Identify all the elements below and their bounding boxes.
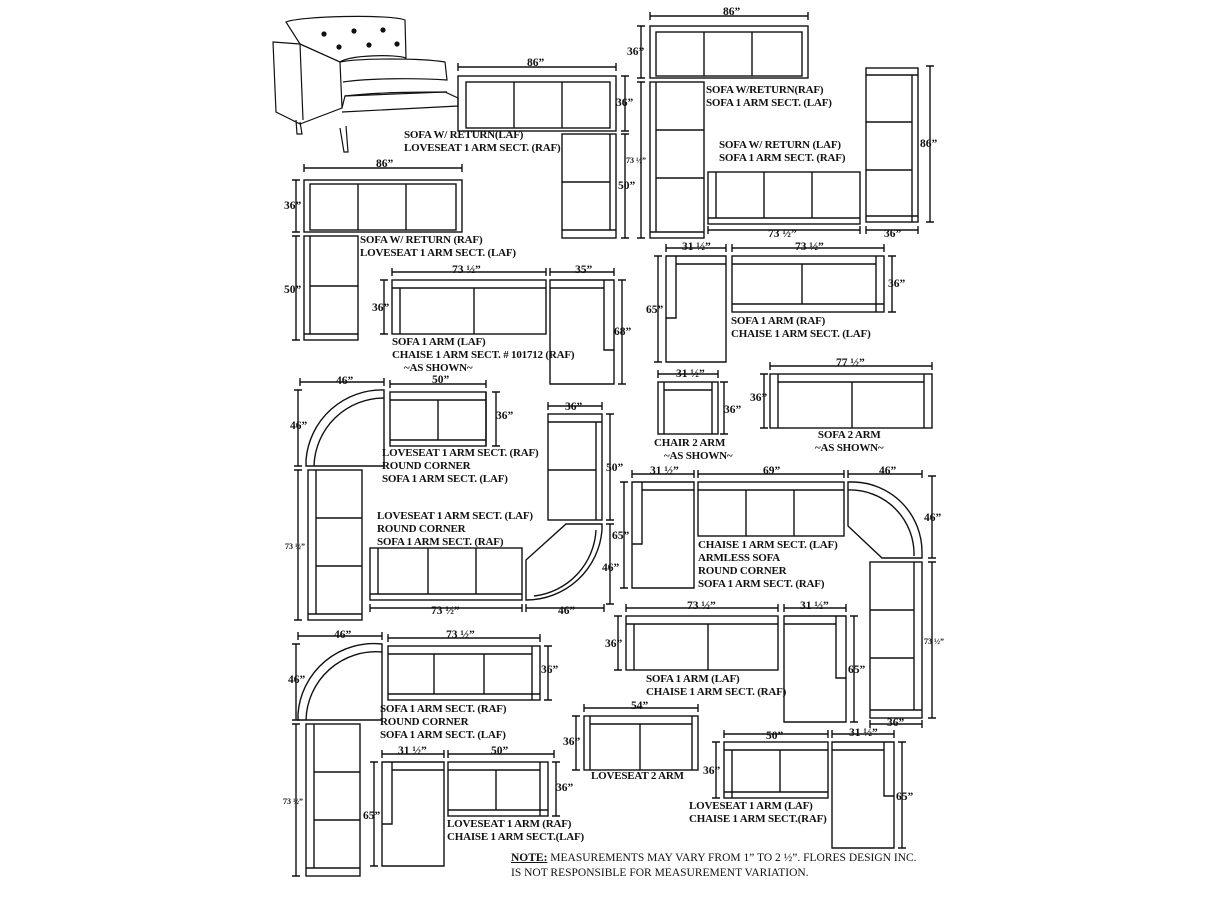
config-11 — [620, 470, 936, 728]
note-line-2: IS NOT RESPONSIBLE FOR MEASUREMENT VARIA… — [511, 867, 809, 879]
dim-label: 46” — [288, 674, 306, 686]
config-chair — [657, 370, 728, 435]
dim-label: 86” — [527, 57, 545, 69]
dim-label: 35” — [575, 264, 593, 276]
dim-label: 36” — [541, 664, 559, 676]
dim-label: 31 ½” — [650, 465, 679, 477]
caption-sofa-2-arm: SOFA 2 ARM~AS SHOWN~ — [815, 429, 884, 454]
caption-config-1: SOFA W/ RETURN(LAF)LOVESEAT 1 ARM SECT. … — [404, 129, 561, 154]
dim-label: 36” — [616, 97, 634, 109]
dim-label: 65” — [896, 791, 914, 803]
dim-label: 73 ½” — [795, 241, 824, 253]
dim-label: 36” — [887, 717, 905, 729]
dim-label: 73 ½” — [446, 629, 475, 641]
dim-label: 36” — [565, 401, 583, 413]
dim-label: 50” — [432, 374, 450, 386]
dim-label: 65” — [848, 664, 866, 676]
dim-label: 36” — [496, 410, 514, 422]
dim-label: 36” — [605, 638, 623, 650]
dim-label: 73 ½” — [768, 228, 797, 240]
caption-config-15: LOVESEAT 1 ARM (RAF)CHAISE 1 ARM SECT.(L… — [447, 818, 584, 843]
dim-label: 73 ½” — [285, 542, 305, 551]
dim-label: 86” — [920, 138, 938, 150]
note-heading: NOTE: — [511, 852, 548, 864]
dim-label: 46” — [334, 629, 352, 641]
dim-label: 31 ½” — [676, 368, 705, 380]
dim-label: 31 ½” — [849, 727, 878, 739]
dim-label: 69” — [763, 465, 781, 477]
dim-label: 65” — [363, 810, 381, 822]
note-line-1: MEASUREMENTS MAY VARY FROM 1” TO 2 ½”. F… — [547, 852, 917, 864]
dim-label: 50” — [606, 462, 624, 474]
caption-config-16: LOVESEAT 1 ARM (LAF)CHAISE 1 ARM SECT.(R… — [689, 800, 827, 825]
caption-config-3: SOFA W/ RETURN (LAF)SOFA 1 ARM SECT. (RA… — [719, 139, 846, 164]
dim-label: 50” — [618, 180, 636, 192]
dim-label: 46” — [924, 512, 942, 524]
config-3 — [707, 65, 934, 234]
dim-label: 68” — [614, 326, 632, 338]
dim-label: 77 ½” — [836, 357, 865, 369]
dim-label: 36” — [284, 200, 302, 212]
dim-label: 36” — [888, 278, 906, 290]
dim-label: 50” — [491, 745, 509, 757]
dim-label: 73 ½” — [687, 600, 716, 612]
dim-label: 31 ½” — [682, 241, 711, 253]
dim-label: 54” — [631, 700, 649, 712]
config-16 — [712, 730, 906, 849]
dim-label: 36” — [884, 228, 902, 240]
dim-label: 46” — [879, 465, 897, 477]
dim-label: 36” — [627, 46, 645, 58]
config-6 — [654, 244, 896, 363]
caption-config-2: SOFA W/RETURN(RAF)SOFA 1 ARM SECT. (LAF) — [706, 84, 832, 109]
config-10 — [369, 402, 614, 612]
dim-label: 86” — [376, 158, 394, 170]
caption-config-12: SOFA 1 ARM (LAF)CHAISE 1 ARM SECT. (RAF) — [646, 673, 787, 698]
dim-label: 65” — [646, 304, 664, 316]
dim-label: 65” — [612, 530, 630, 542]
dim-label: 36” — [563, 736, 581, 748]
config-5 — [380, 268, 626, 385]
caption-config-5: SOFA 1 ARM (LAF)CHAISE 1 ARM SECT. # 101… — [392, 336, 575, 374]
dim-label: 31 ½” — [398, 745, 427, 757]
dim-label: 73 ½” — [431, 605, 460, 617]
config-15 — [370, 750, 560, 867]
dim-label: 36” — [556, 782, 574, 794]
config-loveseat2arm — [572, 704, 699, 771]
config-9 — [294, 378, 500, 621]
dim-label: 46” — [558, 605, 576, 617]
config-12 — [614, 604, 858, 723]
dim-label: 73 ½” — [452, 264, 481, 276]
dim-label: 50” — [284, 284, 302, 296]
caption-config-4: SOFA W/ RETURN (RAF)LOVESEAT 1 ARM SECT.… — [360, 234, 516, 259]
dim-label: 36” — [724, 404, 742, 416]
sofa-sketch — [272, 15, 459, 153]
dim-label: 73 ½” — [924, 637, 944, 646]
dim-label: 36” — [372, 302, 390, 314]
caption-config-6: SOFA 1 ARM (RAF)CHAISE 1 ARM SECT. (LAF) — [731, 315, 871, 340]
caption-loveseat-2-arm: LOVESEAT 2 ARM — [591, 770, 684, 782]
dim-label: 50” — [766, 730, 784, 742]
config-4 — [292, 164, 463, 341]
dim-label: 46” — [336, 375, 354, 387]
config-13 — [292, 632, 552, 877]
measurement-note: NOTE: MEASUREMENTS MAY VARY FROM 1” TO 2… — [511, 851, 917, 881]
dim-label: 46” — [290, 420, 308, 432]
dim-label: 73 ½” — [283, 797, 303, 806]
config-sofa2arm — [760, 362, 933, 429]
dim-label: 36” — [750, 392, 768, 404]
caption-config-11: CHAISE 1 ARM SECT. (LAF)ARMLESS SOFA ROU… — [698, 539, 838, 590]
dim-label: 73 ½” — [626, 156, 646, 165]
caption-chair: CHAIR 2 ARM~AS SHOWN~ — [654, 437, 733, 462]
dim-label: 36” — [703, 765, 721, 777]
config-2 — [637, 12, 809, 239]
dim-label: 46” — [602, 562, 620, 574]
dim-label: 31 ½” — [800, 600, 829, 612]
dim-label: 86” — [723, 6, 741, 18]
config-1 — [457, 63, 629, 239]
